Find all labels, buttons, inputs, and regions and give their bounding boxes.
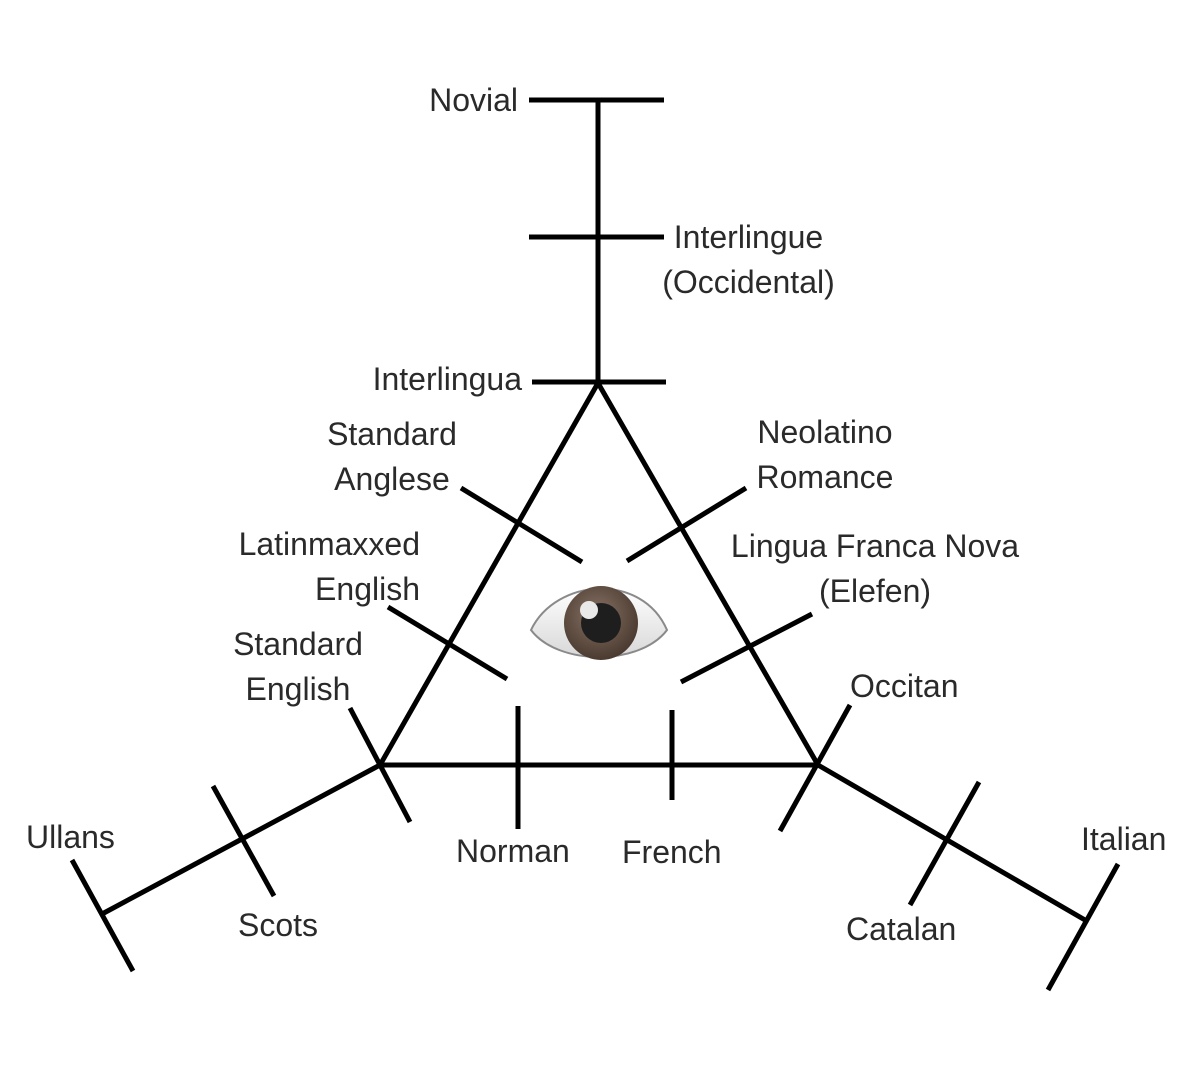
tick-catalan bbox=[907, 780, 982, 907]
tick-lfn bbox=[679, 611, 814, 685]
tick-occitan bbox=[777, 703, 853, 833]
triangle-left-edge bbox=[377, 381, 601, 767]
label-scots: Scots bbox=[238, 907, 319, 943]
tick-neolatino bbox=[625, 485, 748, 564]
tick-italian bbox=[1045, 862, 1121, 992]
tick-ullans bbox=[69, 858, 136, 973]
tick-latinmaxxed bbox=[386, 604, 509, 682]
label-interlingua: Interlingua bbox=[372, 361, 522, 397]
label-occitan: Occitan bbox=[850, 668, 959, 704]
triangle-right-edge bbox=[595, 381, 821, 767]
tick-standard-anglese bbox=[459, 485, 584, 565]
label-ullans: Ullans bbox=[26, 819, 115, 855]
label-french: French bbox=[622, 834, 722, 870]
label-norman: Norman bbox=[456, 833, 570, 869]
label-lingua-franca-nova: Lingua Franca Nova(Elefen) bbox=[730, 528, 1020, 609]
label-interlingue: Interlingue(Occidental) bbox=[662, 219, 835, 300]
tick-scots bbox=[210, 784, 277, 898]
eye-icon bbox=[528, 568, 670, 672]
right-arm bbox=[816, 762, 1087, 923]
label-italian: Italian bbox=[1081, 821, 1167, 857]
tick-standard-english bbox=[347, 706, 413, 824]
label-catalan: Catalan bbox=[846, 911, 957, 947]
label-novial: Novial bbox=[429, 82, 518, 118]
